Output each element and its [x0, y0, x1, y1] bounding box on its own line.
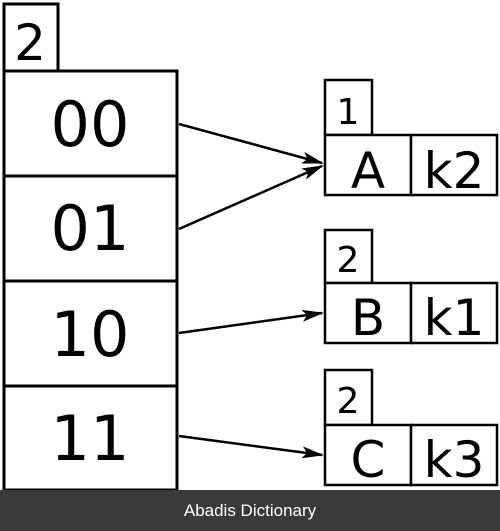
bucket-key: k1	[424, 289, 485, 347]
bucket-value: A	[351, 142, 385, 200]
bucket-local-depth: 2	[337, 240, 360, 281]
directory-entry-label: 10	[51, 298, 130, 371]
directory: 00 01 10 11	[2, 69, 179, 492]
pointers	[178, 122, 324, 459]
watermark-bar: Abadis Dictionary	[0, 490, 500, 531]
global-depth-label: 2	[14, 14, 46, 72]
pointer-arrow-10	[178, 309, 324, 335]
pointer-arrow-01	[178, 164, 324, 231]
directory-entry-label: 00	[51, 88, 130, 161]
directory-entry-label: 01	[51, 192, 130, 265]
bucket-local-depth: 2	[337, 381, 360, 422]
global-depth: 2	[2, 2, 60, 73]
directory-entry-10: 10	[2, 279, 179, 388]
bucket-key: k3	[424, 431, 485, 489]
pointer-arrow-11	[178, 434, 324, 459]
bucket-local-depth: 1	[337, 92, 360, 133]
directory-entry-label: 11	[51, 402, 130, 475]
directory-entry-01: 01	[2, 174, 179, 283]
bucket-a: 1 A k2	[323, 78, 499, 200]
bucket-value: B	[351, 289, 385, 347]
directory-entry-11: 11	[2, 384, 179, 492]
bucket-b: 2 B k1	[323, 228, 499, 347]
bucket-key: k2	[424, 142, 485, 200]
directory-entry-00: 00	[2, 69, 179, 178]
pointer-arrow-00	[178, 122, 324, 165]
watermark-text: Abadis Dictionary	[183, 500, 317, 520]
bucket-value: C	[351, 431, 386, 489]
bucket-c: 2 C k3	[323, 368, 499, 489]
